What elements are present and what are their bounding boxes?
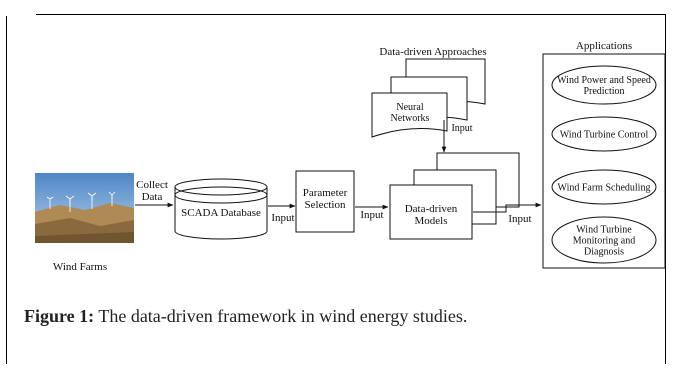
networks-label: Networks: [391, 113, 430, 124]
models-line1: Data-driven: [405, 203, 458, 215]
input-label-1: Input: [271, 212, 294, 224]
application-label: Prediction: [583, 86, 624, 97]
application-ellipse: [551, 65, 657, 105]
approaches-title: Data-driven Approaches: [379, 46, 486, 58]
scada-database-label: SCADA Database: [181, 207, 261, 219]
collect-label: Collect: [136, 179, 168, 191]
applications-title: Applications: [576, 40, 632, 52]
input-label-2: Input: [360, 209, 383, 221]
application-ellipse: [551, 216, 657, 264]
approaches-document-stack: [371, 58, 486, 138]
application-label: Wind Turbine Control: [560, 130, 649, 141]
application-label: Wind Farm Scheduling: [558, 183, 651, 194]
caption-label: Figure 1:: [24, 306, 95, 326]
models-line2: Models: [415, 215, 448, 227]
neural-label: Neural: [396, 102, 423, 113]
data-label: Data: [142, 191, 163, 203]
input-label-4: Input: [508, 213, 531, 225]
parameter-selection-box: [295, 170, 355, 233]
application-label: Diagnosis: [584, 247, 624, 258]
framework-diagram: Wind Farms Collect Data SCADA Database I…: [35, 40, 666, 273]
wind-farms-label: Wind Farms: [53, 261, 107, 273]
frame-gap: [6, 12, 36, 16]
selection-label: Selection: [305, 199, 346, 211]
parameter-label: Parameter: [303, 187, 348, 199]
models-box-stack: [389, 152, 520, 240]
figure-caption: Figure 1: The data-driven framework in w…: [24, 306, 467, 327]
wind-farm-photo: [35, 173, 134, 243]
application-ellipse: [551, 116, 657, 152]
application-ellipse: [551, 169, 657, 205]
arrow-input-4: [473, 202, 542, 213]
application-label: Wind Power and Speed: [557, 75, 651, 86]
application-label: Monitoring and: [573, 236, 636, 247]
scada-database-cylinder: [174, 178, 268, 240]
application-label: Wind Turbine: [576, 225, 632, 236]
caption-text: The data-driven framework in wind energy…: [94, 306, 468, 326]
input-label-3: Input: [451, 123, 472, 134]
